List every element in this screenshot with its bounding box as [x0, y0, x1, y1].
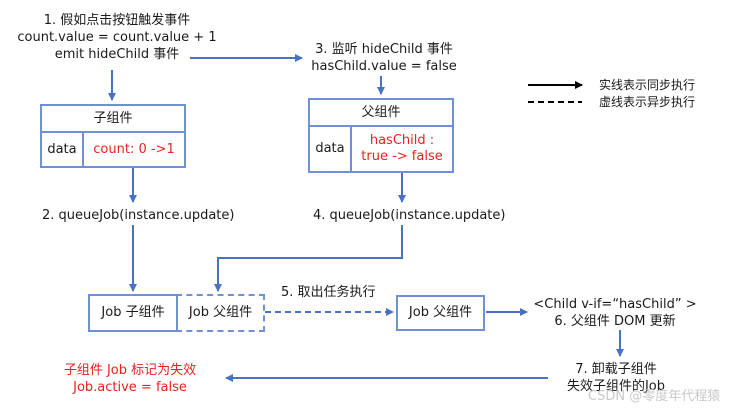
step2-text: 2. queueJob(instance.update) — [42, 208, 235, 223]
parent-data-value: hasChild : true -> false — [352, 127, 452, 171]
step7-line1: 7. 卸载子组件 — [575, 362, 657, 377]
step6-line2: 6. 父组件 DOM 更新 — [554, 314, 676, 329]
step6-line1: <Child v-if=“hasChild” > — [533, 297, 697, 312]
legend-solid-label: 实线表示同步执行 — [599, 78, 696, 92]
result-line2: Job.active = false — [73, 380, 187, 395]
step4-text: 4. queueJob(instance.update) — [313, 208, 506, 223]
result-text: 子组件 Job 标记为失效 Job.active = false — [40, 362, 220, 396]
parent-component-box: 父组件 data hasChild : true -> false — [308, 98, 454, 173]
step1-line2: count.value = count.value + 1 — [17, 30, 217, 45]
child-component-title: 子组件 — [42, 106, 184, 133]
child-data-value: count: 0 ->1 — [93, 141, 175, 157]
step3-line2: hasChild.value = false — [311, 59, 457, 74]
job-parent-exec-box: Job 父组件 — [396, 295, 485, 331]
parent-data-value-line2: true -> false — [361, 149, 443, 164]
job-child-box: Job 子组件 — [88, 294, 178, 332]
step1-text: 1. 假如点击按钮触发事件 count.value = count.value … — [4, 12, 230, 63]
parent-data-label: data — [310, 127, 352, 171]
step5-text: 5. 取出任务执行 — [281, 285, 376, 300]
parent-data-value-line1: hasChild : — [369, 133, 435, 148]
step7-line2: 失效子组件的Job — [566, 379, 666, 394]
step3-text: 3. 监听 hideChild 事件 hasChild.value = fals… — [301, 41, 467, 75]
step1-line1: 1. 假如点击按钮触发事件 — [43, 13, 191, 28]
arrow-step4-to-job-parent — [214, 225, 403, 292]
parent-component-title: 父组件 — [310, 100, 452, 127]
step7-text: 7. 卸载子组件 失效子组件的Job — [548, 361, 684, 395]
child-data-label: data — [42, 133, 84, 166]
result-line1: 子组件 Job 标记为失效 — [63, 363, 197, 378]
child-component-box: 子组件 data count: 0 ->1 — [40, 104, 186, 168]
watermark: CSDN @零度年代程猿 — [588, 389, 721, 404]
job-parent-box: Job 父组件 — [176, 294, 265, 332]
legend-dashed-label: 虚线表示异步执行 — [599, 95, 696, 109]
step6-text: <Child v-if=“hasChild” > 6. 父组件 DOM 更新 — [528, 296, 702, 330]
step3-line1: 3. 监听 hideChild 事件 — [315, 42, 453, 57]
step1-line3: emit hideChild 事件 — [54, 47, 180, 62]
